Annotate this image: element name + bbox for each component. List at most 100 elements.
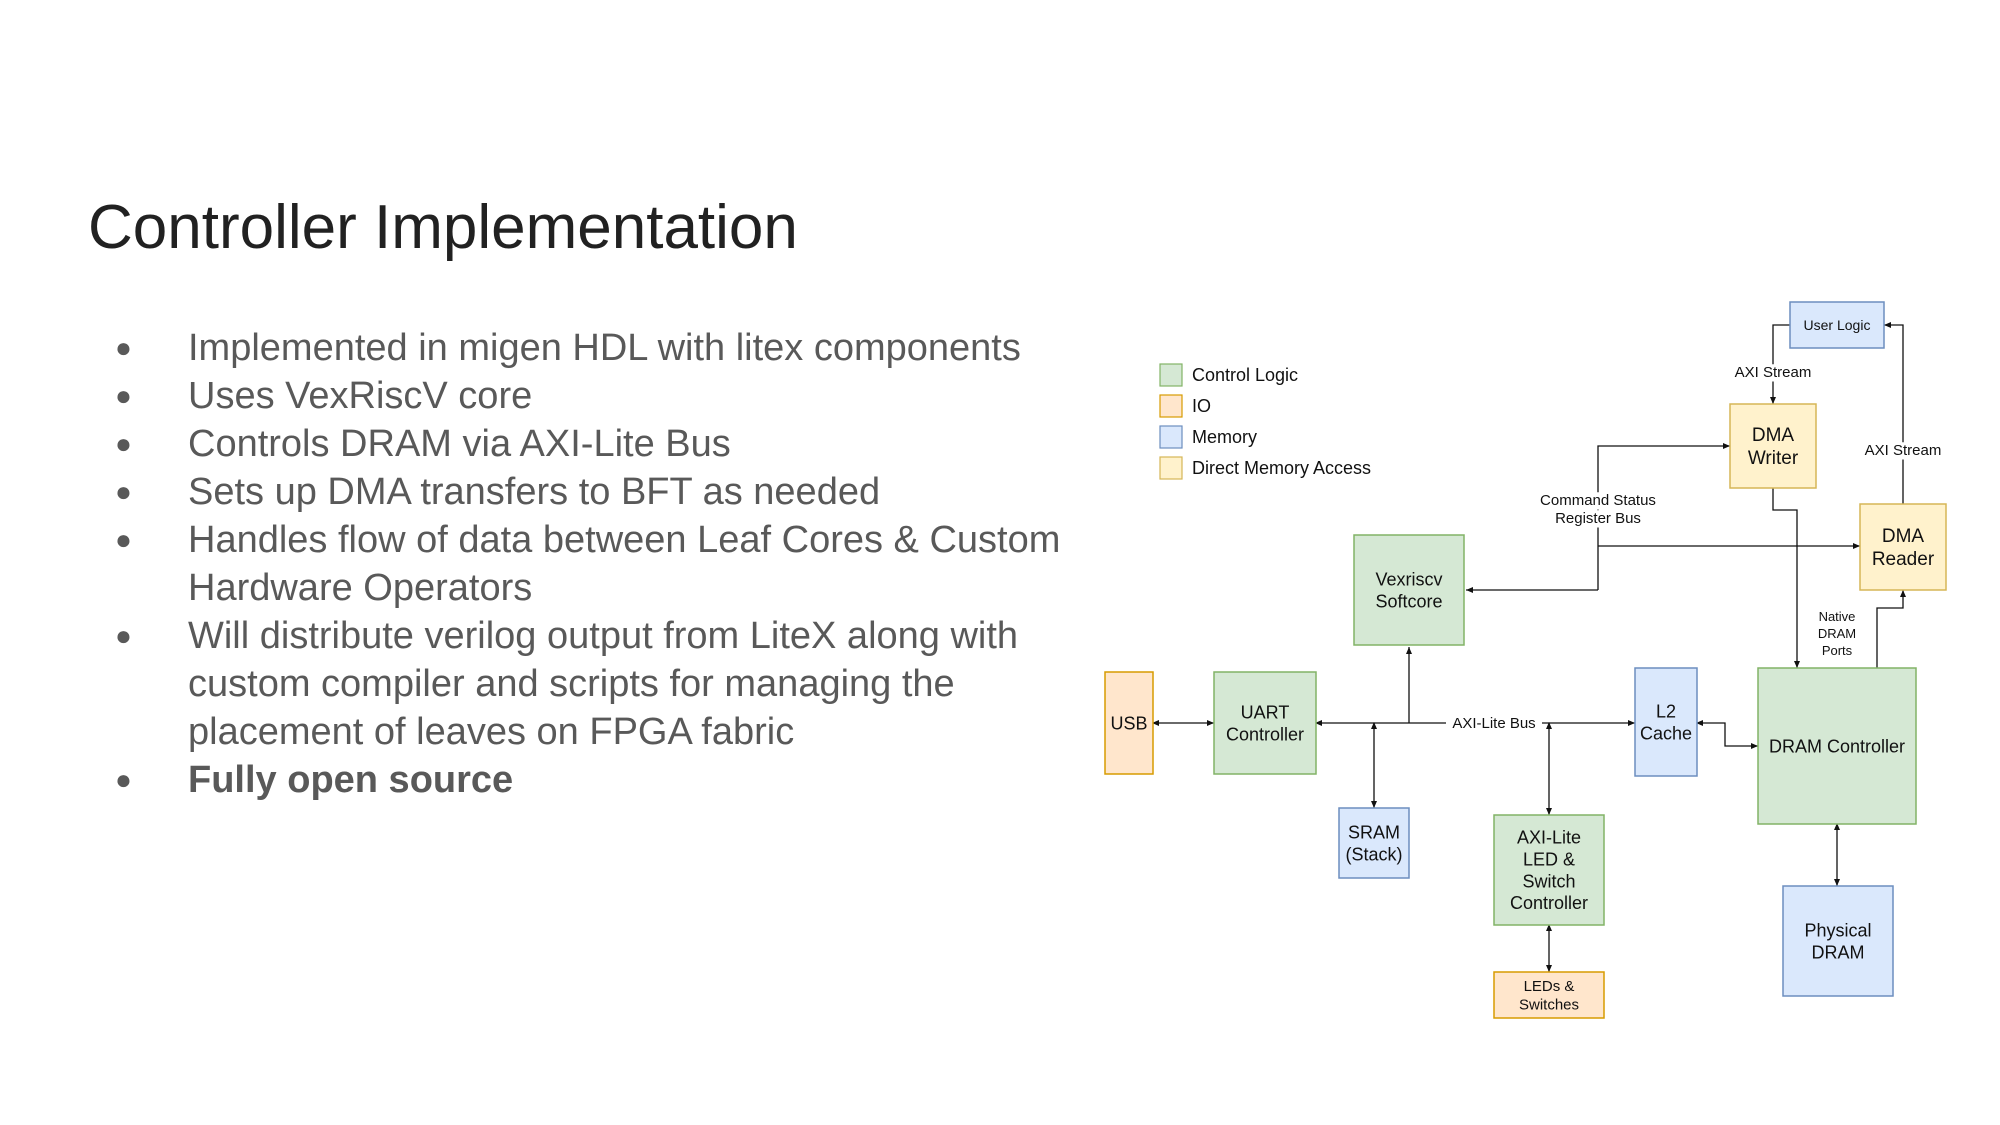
nodes: User LogicDMAWriterDMAReaderVexriscvSoft… <box>1104 301 1947 1019</box>
label-background <box>1446 715 1542 733</box>
connection-line <box>1696 720 1758 749</box>
uart-label: Controller <box>1226 724 1304 744</box>
uart-label: UART <box>1241 702 1290 722</box>
label-background <box>1542 492 1654 510</box>
legend-label: Direct Memory Access <box>1192 458 1371 478</box>
dma-reader-label: Reader <box>1872 549 1935 570</box>
connection-line <box>1884 322 1904 504</box>
edge-label: AXI Stream <box>1735 364 1812 381</box>
bullet-dot-icon: ● <box>115 332 132 363</box>
l2-cache-box <box>1634 667 1698 777</box>
bullet-text: Handles flow of data between Leaf Cores … <box>188 519 1061 609</box>
edge-label: Command Status <box>1540 492 1656 509</box>
dram-controller-label: DRAM Controller <box>1769 736 1905 756</box>
connection-line <box>1876 590 1906 668</box>
axi-led-label: Switch <box>1522 871 1575 891</box>
bullet-item: ● Handles flow of data between Leaf Cores… <box>110 516 1070 612</box>
user-logic-box <box>1789 301 1885 349</box>
usb-label: USB <box>1110 713 1147 733</box>
physical-dram-label: DRAM <box>1812 942 1865 962</box>
label-background <box>1862 442 1944 460</box>
usb-node: USB <box>1104 671 1154 775</box>
physical-dram-box <box>1782 885 1894 997</box>
dma-writer-box <box>1729 403 1817 489</box>
dma-writer-label: Writer <box>1748 448 1799 469</box>
legend-swatch <box>1159 363 1183 387</box>
dma-writer-label: DMA <box>1752 425 1795 446</box>
axi-led-box <box>1493 814 1605 926</box>
legend-swatch <box>1159 394 1183 418</box>
bullet-item: ● Fully open source <box>110 756 1070 804</box>
leds-switches-label: LEDs & <box>1524 978 1575 995</box>
physical-dram-label: Physical <box>1804 920 1871 940</box>
edge-label: AXI-Lite Bus <box>1452 715 1535 732</box>
bullet-text: Uses VexRiscV core <box>188 375 533 417</box>
axi-led-label: Controller <box>1510 893 1588 913</box>
label-background <box>1550 510 1646 528</box>
label-background <box>1732 364 1814 382</box>
bullet-dot-icon: ● <box>115 476 132 507</box>
axi-led-label: LED & <box>1523 849 1575 869</box>
axi-led-label: AXI-Lite <box>1517 827 1581 847</box>
connections <box>1152 322 1906 972</box>
sram-label: SRAM <box>1348 822 1400 842</box>
l2-cache-label: L2 <box>1656 701 1676 721</box>
bullet-item: ● Uses VexRiscV core <box>110 372 1070 420</box>
edge-label: AXI Stream <box>1865 442 1942 459</box>
bullet-item: ● Implemented in migen HDL with litex com… <box>110 324 1070 372</box>
legend-swatch <box>1159 456 1183 480</box>
bullet-text: Will distribute verilog output from Lite… <box>188 615 1019 753</box>
bullet-item: ● Sets up DMA transfers to BFT as needed <box>110 468 1070 516</box>
bullet-dot-icon: ● <box>115 764 132 795</box>
l2-cache-label: Cache <box>1640 723 1692 743</box>
bullet-dot-icon: ● <box>115 620 132 651</box>
bullet-text: Implemented in migen HDL with litex comp… <box>188 327 1021 369</box>
vexriscv-label: Vexriscv <box>1375 569 1442 589</box>
vexriscv-box <box>1353 534 1465 646</box>
legend-label: IO <box>1192 396 1211 416</box>
vexriscv-label: Softcore <box>1375 591 1442 611</box>
leds-switches-node: LEDs &Switches <box>1493 971 1605 1019</box>
user-logic-node: User Logic <box>1789 301 1885 349</box>
dram-controller-box <box>1757 667 1917 825</box>
sram-node: SRAM(Stack) <box>1338 807 1410 879</box>
edge-label: Register Bus <box>1555 510 1641 527</box>
bullet-item: ● Controls DRAM via AXI-Lite Bus <box>110 420 1070 468</box>
bullet-item: ● Will distribute verilog output from Lit… <box>110 612 1070 756</box>
user-logic-label: User Logic <box>1804 317 1871 333</box>
edge-label: DRAM <box>1818 626 1856 641</box>
uart-box <box>1213 671 1317 775</box>
bullet-text: Sets up DMA transfers to BFT as needed <box>188 471 881 513</box>
dma-reader-label: DMA <box>1882 526 1925 547</box>
legend-label: Control Logic <box>1192 365 1298 385</box>
leds-switches-box <box>1493 971 1605 1019</box>
edge-label: Native <box>1819 609 1856 624</box>
legend-swatch <box>1159 425 1183 449</box>
bullet-list: ● Implemented in migen HDL with litex com… <box>110 324 1070 804</box>
edge-label: Ports <box>1822 643 1853 658</box>
bullet-text: Fully open source <box>188 759 514 801</box>
bullet-dot-icon: ● <box>115 380 132 411</box>
usb-box <box>1104 671 1154 775</box>
bullet-dot-icon: ● <box>115 428 132 459</box>
connection-line <box>1597 443 1730 590</box>
dram-controller-node: DRAM Controller <box>1757 667 1917 825</box>
bullet-text: Controls DRAM via AXI-Lite Bus <box>188 423 731 465</box>
bullet-dot-icon: ● <box>115 524 132 555</box>
dma-reader-box <box>1859 503 1947 591</box>
slide-title: Controller Implementation <box>88 193 798 262</box>
legend-label: Memory <box>1192 427 1257 447</box>
sram-box <box>1338 807 1410 879</box>
connection-line <box>1772 488 1800 668</box>
sram-label: (Stack) <box>1345 844 1402 864</box>
